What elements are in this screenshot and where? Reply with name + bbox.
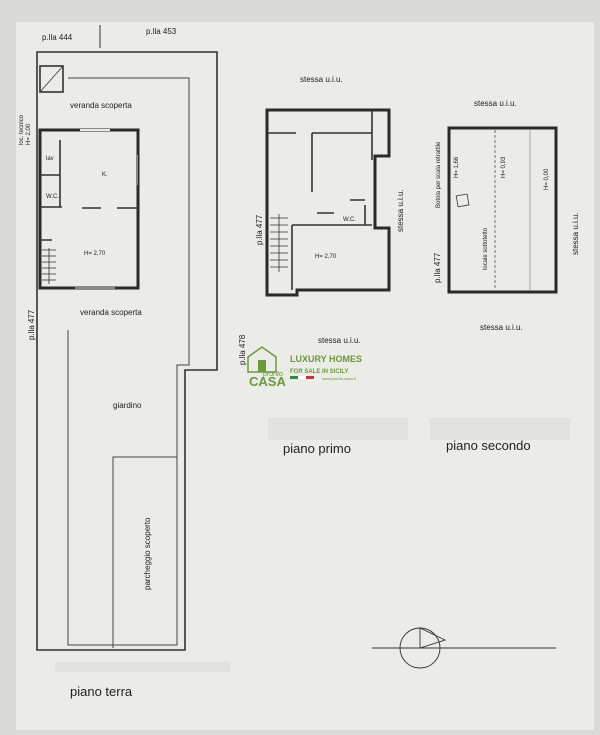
trapdoor-icon <box>455 193 470 208</box>
technical-room-height: H= 2,00 <box>26 123 32 145</box>
flag-green <box>290 376 298 379</box>
technical-room-diagonal <box>39 65 64 93</box>
veranda-top-label: veranda scoperta <box>70 101 132 110</box>
ground-floor-title: piano terra <box>70 684 133 699</box>
internal-walls <box>40 140 137 241</box>
second-floor-plan: stessa u.i.u. stessa u.i.u. stessa u.i.u… <box>430 99 580 453</box>
garden-label: giardino <box>113 401 142 410</box>
parcel-444-label: p.lla 444 <box>42 33 73 42</box>
logo-pronto: pronto <box>262 371 283 378</box>
blurred-strip <box>55 662 230 672</box>
first-floor-same-unit-right: stessa u.i.u. <box>396 189 405 232</box>
ground-floor-plan: p.lla 444 p.lla 453 p.lla 477 p.lla 478 … <box>19 25 247 699</box>
second-floor-same-unit-right: stessa u.i.u. <box>571 212 580 255</box>
second-floor-same-unit-bottom: stessa u.i.u. <box>480 323 523 332</box>
logo-url: www.pronto-casa.it <box>322 376 357 381</box>
trapdoor-label: Botola per scala retrattile <box>436 141 442 208</box>
first-floor-plan: stessa u.i.u. stessa u.i.u. stessa u.i.u… <box>255 75 408 456</box>
blurred-strip <box>268 418 408 440</box>
first-floor-title: piano primo <box>283 441 351 456</box>
technical-room <box>39 65 64 93</box>
logo-casa: CASA <box>249 374 286 389</box>
parcel-478-label: p.lla 478 <box>238 334 247 365</box>
north-arrow-icon <box>372 627 556 669</box>
kitchen-label: K. <box>102 172 108 178</box>
laundry-label: lav <box>46 156 54 162</box>
logo-door <box>258 360 266 372</box>
house-logo-icon <box>247 346 277 373</box>
parcel-477-label: p.lla 477 <box>27 309 36 340</box>
height-mid-label: H= 0,93 <box>501 156 507 178</box>
stairs-icon <box>42 248 56 284</box>
first-floor-room-height: H= 2,70 <box>315 254 337 260</box>
garden-boundary <box>67 77 190 646</box>
flag-white <box>298 376 306 379</box>
first-floor-wc-label: W.C. <box>343 217 356 223</box>
flag-red <box>306 376 314 379</box>
parcel-453-label: p.lla 453 <box>146 27 177 36</box>
lot-boundary <box>36 51 218 651</box>
first-floor-same-unit-bottom: stessa u.i.u. <box>318 336 361 345</box>
wc-label: W.C. <box>46 194 59 200</box>
attic-label: locale sottotetto <box>483 227 489 270</box>
height-min-label: H= 1,66 <box>454 156 460 178</box>
first-floor-same-unit-top: stessa u.i.u. <box>300 75 343 84</box>
pronto-casa-logo: pronto CASA LUXURY HOMES FOR SALE IN SIC… <box>247 346 362 389</box>
blurred-strip <box>430 418 570 440</box>
logo-line2: FOR SALE IN SICILY <box>290 369 348 375</box>
room-height-label: H= 2,70 <box>84 251 106 257</box>
height-zero-label: H= 0,00 <box>544 168 550 190</box>
second-floor-parcel-label: p.lla 477 <box>433 252 442 283</box>
second-floor-title: piano secondo <box>446 438 531 453</box>
technical-room-label: loc. tecnico <box>19 114 25 145</box>
parking-label: parcheggio scoperto <box>143 517 152 590</box>
logo-line1: LUXURY HOMES <box>290 354 362 364</box>
veranda-bottom-label: veranda scoperta <box>80 308 142 317</box>
stairs-icon <box>270 214 288 272</box>
second-floor-walls <box>447 126 558 294</box>
first-floor-parcel-label: p.lla 477 <box>255 214 264 245</box>
first-floor-walls <box>265 108 391 297</box>
first-floor-internal-walls <box>267 110 373 290</box>
parking-area <box>112 456 177 648</box>
second-floor-same-unit-top: stessa u.i.u. <box>474 99 517 108</box>
